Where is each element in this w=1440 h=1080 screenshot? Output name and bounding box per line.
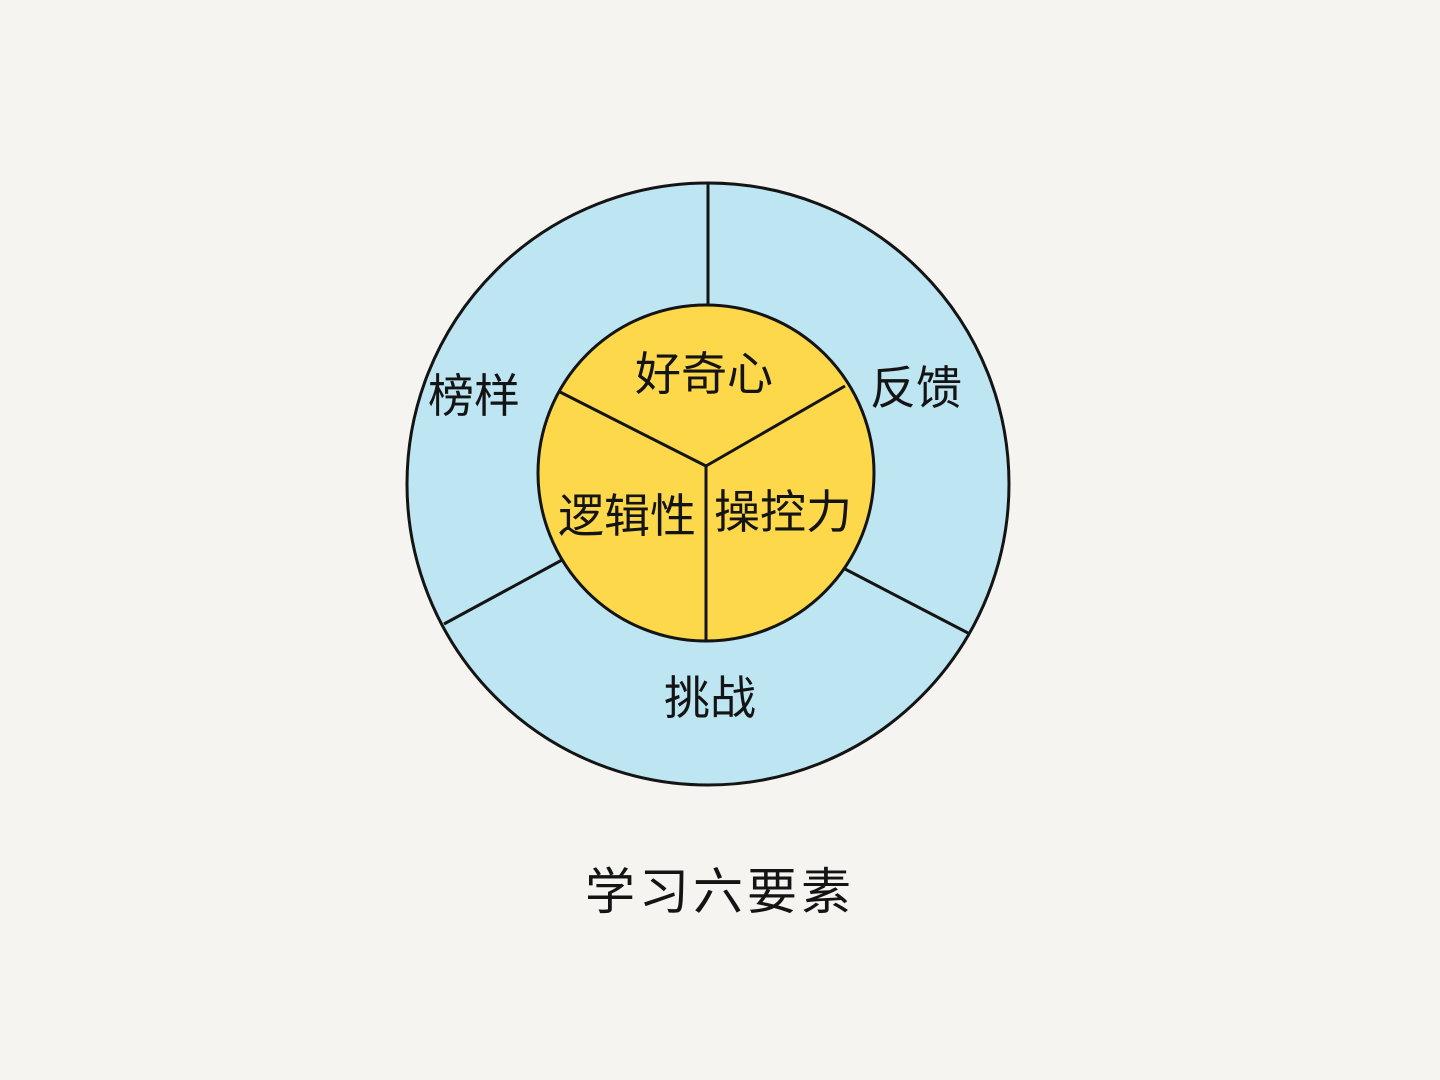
inner-label-logic: 逻辑性 <box>558 489 696 543</box>
outer-divider-left <box>443 558 563 626</box>
inner-divider-upper-left <box>559 390 707 468</box>
inner-label-curiosity: 好奇心 <box>635 347 773 401</box>
inner-divider-upper-right <box>705 384 846 468</box>
inner-label-control: 操控力 <box>714 485 852 539</box>
diagram-title: 学习六要素 <box>585 863 855 921</box>
outer-label-role-model: 榜样 <box>428 369 520 423</box>
outer-label-challenge: 挑战 <box>664 671 756 725</box>
outer-label-feedback: 反馈 <box>870 361 962 415</box>
outer-divider-right <box>844 567 969 635</box>
